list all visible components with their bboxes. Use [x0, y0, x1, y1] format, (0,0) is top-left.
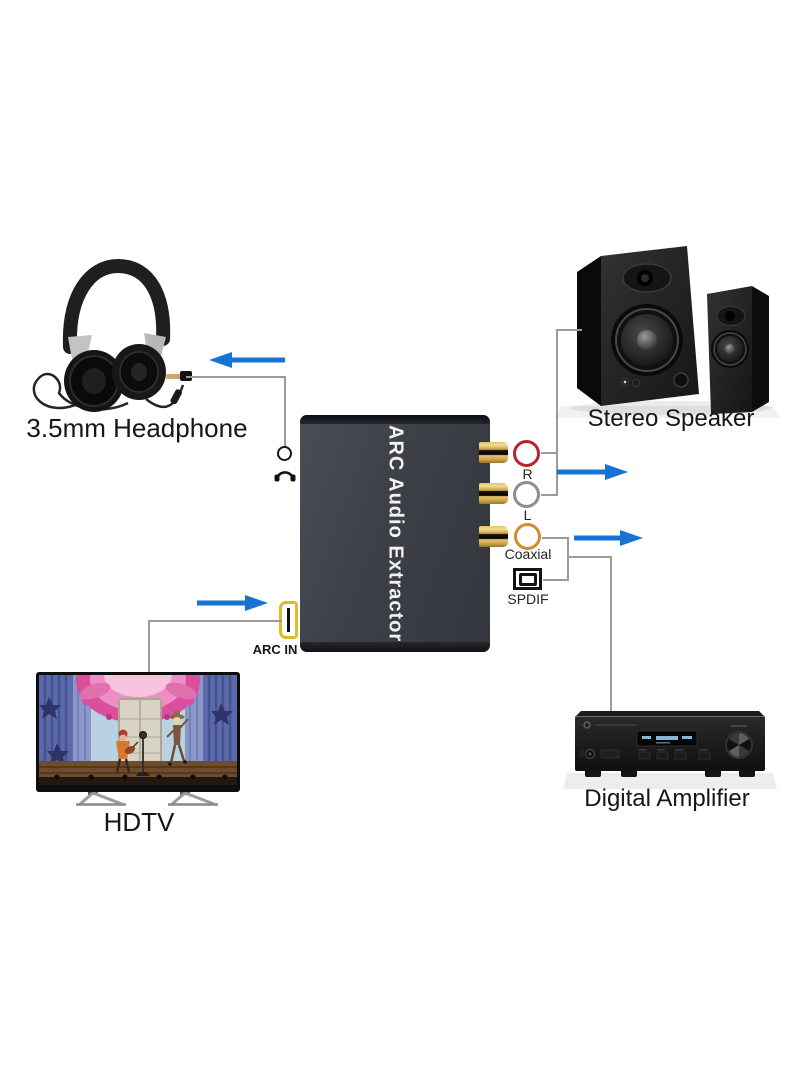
port-label-l: L — [523, 507, 532, 523]
stereo-speakers-image — [555, 246, 779, 418]
wire-headphone-h — [186, 376, 286, 378]
port-ring-r — [513, 440, 540, 467]
wire-tv-v — [148, 620, 150, 673]
rca-plug-r — [479, 442, 508, 463]
port-label-spdif: SPDIF — [507, 591, 549, 607]
wire-headphone-v — [284, 376, 286, 447]
port-label-r: R — [522, 466, 533, 482]
signal-arrow-amplifier — [574, 530, 643, 546]
tv-screen — [39, 639, 237, 785]
wire-l — [541, 494, 557, 496]
wire-r — [541, 452, 557, 454]
wire-tv-h — [148, 620, 282, 622]
signal-arrow-speaker — [557, 464, 628, 480]
spdif-icon — [513, 568, 542, 590]
hdtv-label: HDTV — [103, 807, 175, 837]
port-ring-coaxial — [514, 523, 541, 550]
device-name: ARC Audio Extractor — [384, 424, 407, 643]
tv-stand — [76, 792, 218, 806]
device-top-bevel — [300, 415, 490, 424]
wire-speaker-h — [556, 329, 582, 331]
stereo-speaker-label: Stereo Speaker — [587, 405, 755, 432]
wire-speaker-v — [556, 329, 558, 496]
hdtv-image — [36, 639, 240, 792]
wire-coaxial — [542, 537, 568, 539]
wire-amp-v — [610, 556, 612, 713]
wire-coaxial-v — [567, 537, 569, 581]
headphone-jack-icon — [274, 471, 296, 482]
arc-audio-extractor-device: ARC Audio Extractor — [300, 415, 490, 652]
headphones-image — [32, 258, 192, 412]
device-bottom-bevel — [300, 642, 490, 652]
port-label-arc-in: ARC IN — [252, 642, 298, 657]
wire-amp-h — [567, 556, 612, 558]
rca-plug-l — [479, 483, 508, 504]
rca-plug-coaxial — [479, 526, 508, 547]
amplifier-image — [563, 711, 777, 789]
headphone-jack-port — [277, 446, 292, 461]
port-label-coaxial: Coaxial — [504, 546, 552, 562]
port-ring-l — [513, 481, 540, 508]
signal-arrow-arc-in — [197, 595, 268, 611]
wire-spdif — [543, 579, 567, 581]
signal-arrow-headphone — [209, 352, 285, 368]
headphone-label: 3.5mm Headphone — [26, 413, 248, 443]
digital-amplifier-label: Digital Amplifier — [584, 785, 750, 812]
